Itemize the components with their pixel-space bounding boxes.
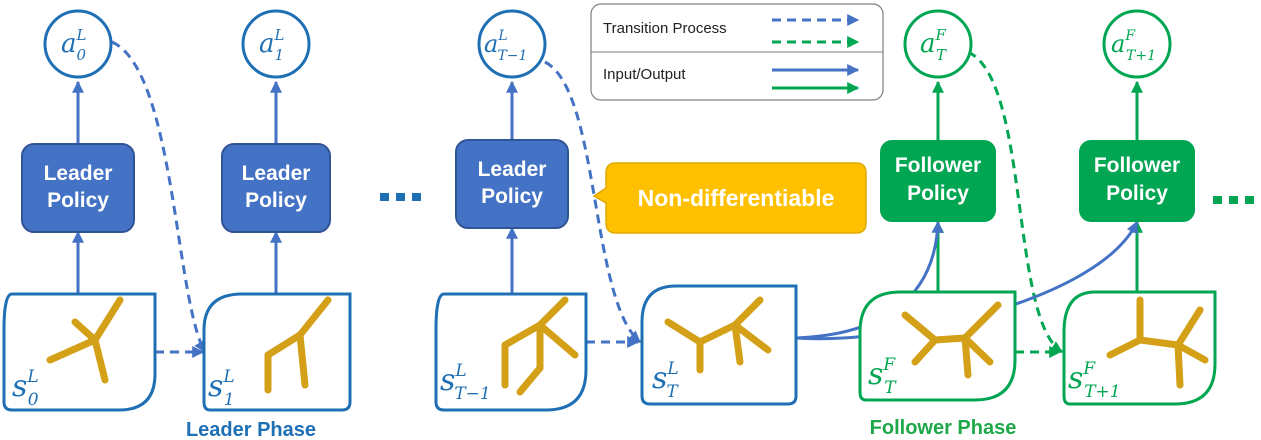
molecule-icon [46,296,124,384]
callout-text: Non-differentiable [638,185,835,211]
molecule-icon [501,296,579,396]
follower-policy-Tp1: Follower Policy [1079,140,1195,222]
svg-text:sLT: sLT [652,359,679,402]
svg-text:aL1: aL1 [259,26,285,64]
non-differentiable-callout: Non-differentiable [592,162,867,234]
molecule-icon [664,296,772,374]
legend: Transition Process Input/Output [590,3,884,101]
svg-text:sFT+1: sFT+1 [1068,359,1121,402]
svg-text:aFT: aFT [920,26,947,64]
follower-policy-T: Follower Policy [880,140,996,222]
molecule-icon [901,301,1002,379]
leader-policy-Tm1-line2: Policy [481,185,543,208]
leader-phase-label: Leader Phase [186,419,316,440]
svg-text:sFT: sFT [868,355,897,398]
svg-text:aFT+1: aFT+1 [1111,28,1156,64]
leader-policy-Tm1: Leader Policy [455,139,569,229]
ellipsis-follower [1213,196,1254,204]
transition-aT-to-sTp1 [967,50,1064,354]
connectors [72,40,1143,358]
leader-policy-1-line2: Policy [245,189,307,212]
legend-io-label: Input/Output [603,66,686,83]
svg-text:sLT−1: sLT−1 [440,361,491,404]
follower-policy-Tp1-line2: Policy [1106,182,1168,205]
molecule-icon [1106,296,1209,389]
transition-aTm1-to-sT [544,60,641,344]
leader-policy-0-line2: Policy [47,189,109,212]
leader-policy-Tm1-line1: Leader [478,158,547,181]
svg-text:sL0: sL0 [12,367,39,410]
svg-text:aLT−1: aLT−1 [484,28,527,64]
ellipsis-leader [380,193,421,201]
svg-text:sL1: sL1 [208,367,235,410]
molecule-icon [264,296,332,394]
follower-policy-Tp1-line1: Follower [1094,154,1180,177]
leader-policy-1: Leader Policy [221,143,331,233]
leader-policy-0: Leader Policy [21,143,135,233]
follower-phase-label: Follower Phase [870,417,1017,439]
svg-text:aL0: aL0 [61,26,87,64]
transition-a0-to-s1 [111,40,207,354]
leader-policy-0-line1: Leader [44,162,113,185]
leader-policy-1-line1: Leader [242,162,311,185]
policy-nodes: Leader Policy Leader Policy Leader Polic… [21,139,1195,233]
follower-policy-T-line1: Follower [895,154,981,177]
follower-policy-T-line2: Policy [907,182,969,205]
legend-transition-label: Transition Process [603,20,727,37]
